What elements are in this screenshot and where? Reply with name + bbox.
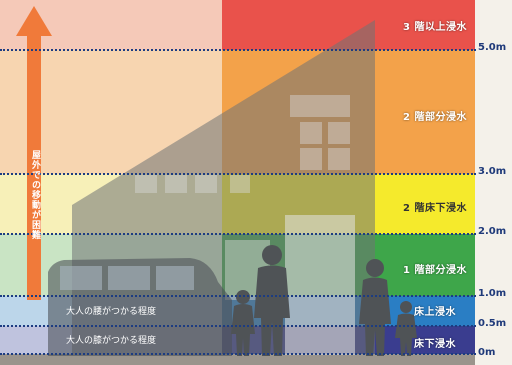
zone-label-3f-above: 3 階以上浸水 xyxy=(403,22,467,33)
adult-figure-right xyxy=(359,259,391,356)
level-5m: 5.0m xyxy=(478,42,507,53)
ground xyxy=(0,354,475,365)
zone-label-1f-partial: 1 階部分浸水 xyxy=(403,265,467,276)
note-knee: 大人の膝がつかる程度 xyxy=(66,336,157,346)
note-waist: 大人の腰がつかる程度 xyxy=(66,307,157,317)
line-05m xyxy=(0,325,476,327)
zone-label-2f-partial: 2 階部分浸水 xyxy=(403,112,467,123)
child-figure-right xyxy=(395,301,417,356)
adult-figure-left xyxy=(254,245,290,356)
line-1m xyxy=(0,295,476,297)
level-0m: 0m xyxy=(478,347,496,358)
zone-label-2f-underfloor: 2 階床下浸水 xyxy=(403,203,467,214)
line-0m xyxy=(0,353,476,355)
line-5m xyxy=(0,49,476,51)
child-figure-left xyxy=(231,290,255,356)
level-3m: 3.0m xyxy=(478,166,507,177)
arrow-caption: 屋外での移動が困難 xyxy=(30,150,40,240)
house-windows xyxy=(135,95,355,355)
upward-arrow-icon xyxy=(16,6,52,300)
car-silhouette xyxy=(48,258,232,356)
zone-label-above-floor: 床上浸水 xyxy=(414,307,456,318)
line-3m xyxy=(0,173,476,175)
level-05m: 0.5m xyxy=(478,318,507,329)
level-1m: 1.0m xyxy=(478,288,507,299)
line-2m xyxy=(0,233,476,235)
zone-label-under-floor: 床下浸水 xyxy=(414,339,456,350)
level-2m: 2.0m xyxy=(478,226,507,237)
